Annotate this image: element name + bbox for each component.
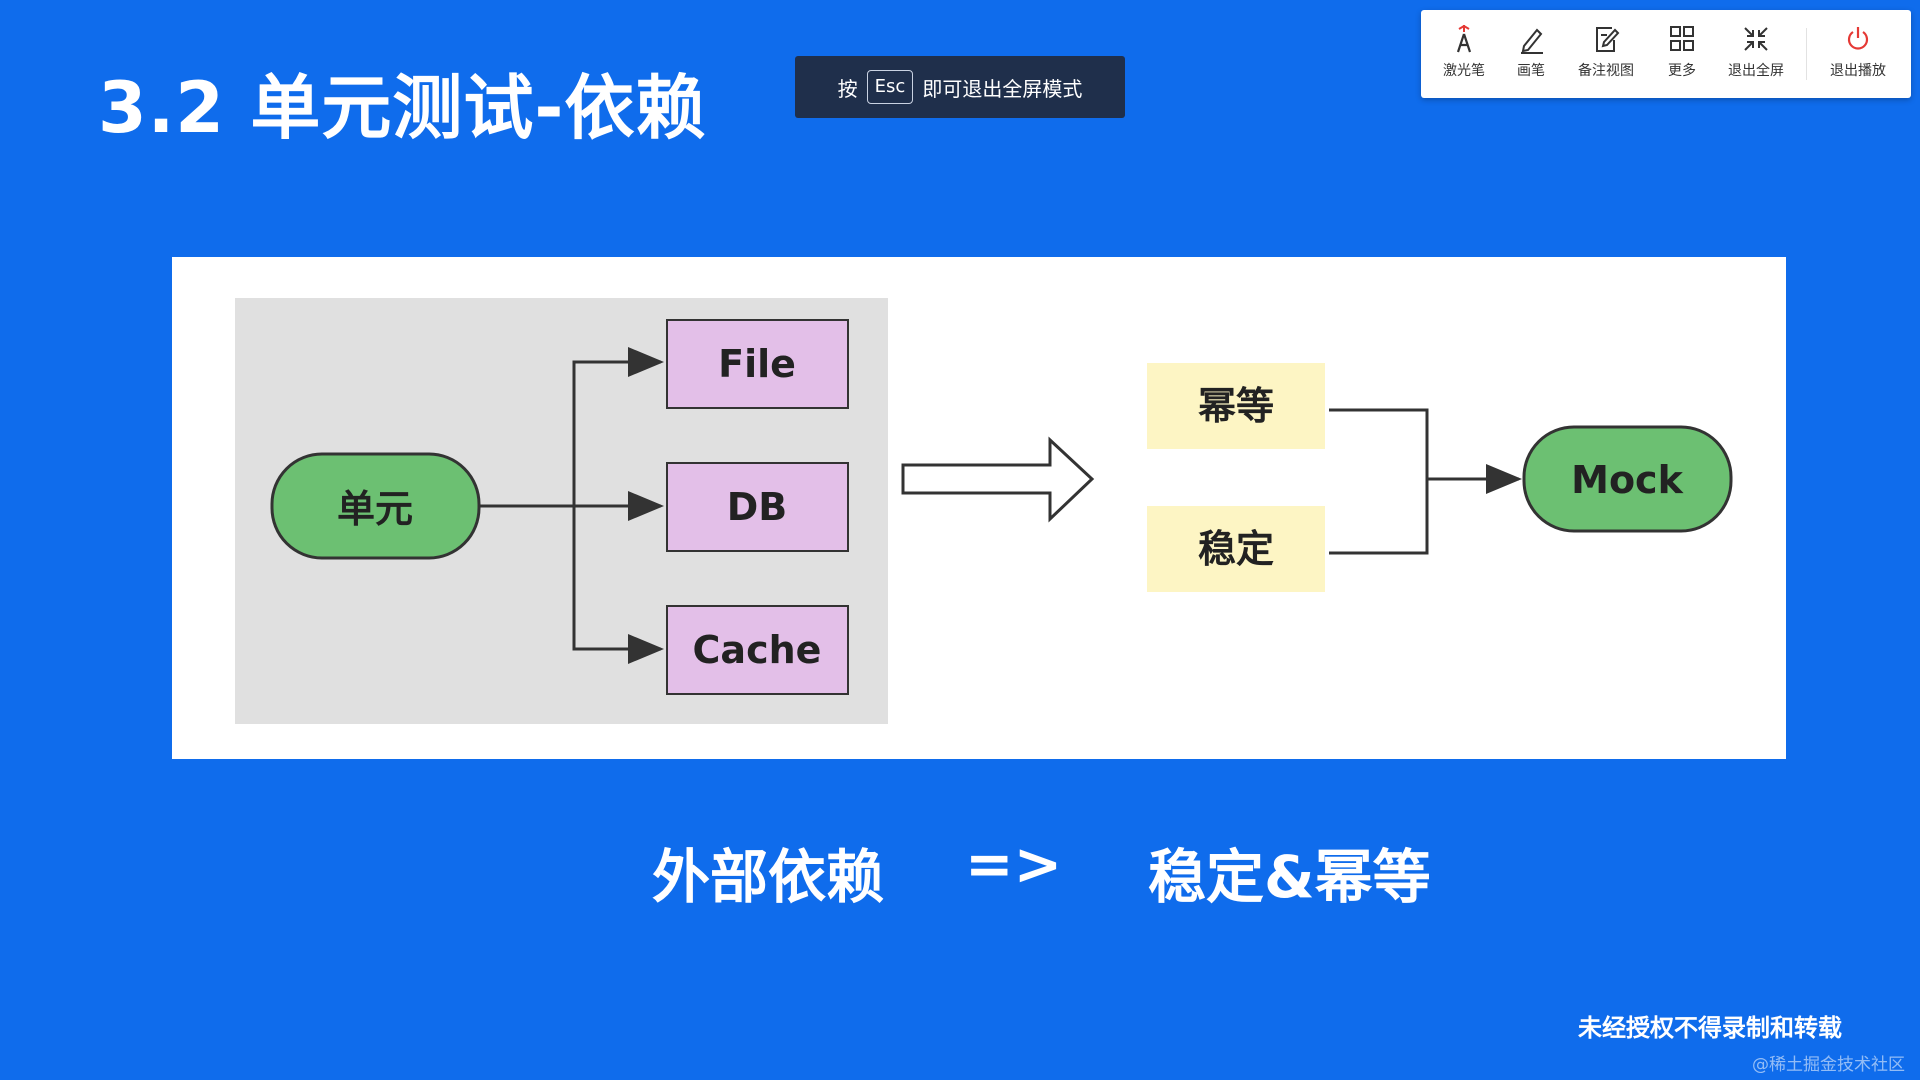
notes-view-label: 备注视图 [1578,63,1634,79]
cache-node-label: Cache [693,628,822,672]
stable-node [1147,506,1325,592]
laser-pointer-button[interactable]: 激光笔 [1424,24,1504,80]
power-icon [1847,27,1869,50]
notes-view-icon [1596,27,1620,52]
summary-left: 外部依赖 [652,843,885,911]
db-node [666,462,849,552]
connector-to-cache [572,506,664,664]
laser-pointer-icon [1456,24,1472,53]
db-node-label: DB [727,485,788,529]
exit-fullscreen-icon [1744,27,1768,51]
dependency-diagram: 单元 File DB Cache 幂等 稳定 Mock [235,298,1733,724]
pen-label: 画笔 [1517,63,1545,79]
exit-fullscreen-button[interactable]: 退出全屏 [1716,24,1796,80]
idempotent-node [1147,363,1325,449]
exit-playback-label: 退出播放 [1830,63,1886,79]
file-node-label: File [718,342,796,386]
more-label: 更多 [1668,63,1696,79]
toolbar-divider [1806,28,1807,80]
idempotent-node-label: 幂等 [1198,384,1274,428]
more-button[interactable]: 更多 [1642,24,1722,80]
grid-more-icon [1670,26,1694,51]
source-watermark: @稀土掘金技术社区 [1752,1055,1905,1075]
esc-key: Esc [866,70,914,104]
file-node [666,319,849,409]
pen-icon [1521,28,1543,54]
esc-hint-prefix: 按 [837,76,858,101]
mock-node [1522,425,1733,533]
connector-idempotent-merge [1329,408,1429,555]
transform-arrow [901,436,1095,523]
summary-arrow: => [965,830,1063,898]
pen-button[interactable]: 画笔 [1491,24,1571,80]
esc-hint-suffix: 即可退出全屏模式 [922,76,1083,101]
summary-right: 稳定&幂等 [1148,843,1431,911]
laser-pointer-label: 激光笔 [1443,63,1485,79]
fullscreen-esc-hint: 按 Esc 即可退出全屏模式 [795,56,1125,118]
copyright-note: 未经授权不得录制和转载 [1578,1014,1842,1042]
notes-view-button[interactable]: 备注视图 [1566,24,1646,80]
exit-playback-button[interactable]: 退出播放 [1818,24,1898,80]
cache-node [666,605,849,695]
mock-node-label: Mock [1571,458,1683,502]
stable-node-label: 稳定 [1198,527,1274,571]
presentation-toolbar: 激光笔 画笔 备注视图 更多 退出全屏 [1421,10,1911,98]
slide-title: 3.2 单元测试-依赖 [98,67,707,149]
diagram-panel: 单元 File DB Cache 幂等 稳定 Mock [172,257,1786,759]
unit-node-label: 单元 [337,487,413,531]
exit-fullscreen-label: 退出全屏 [1728,63,1784,79]
